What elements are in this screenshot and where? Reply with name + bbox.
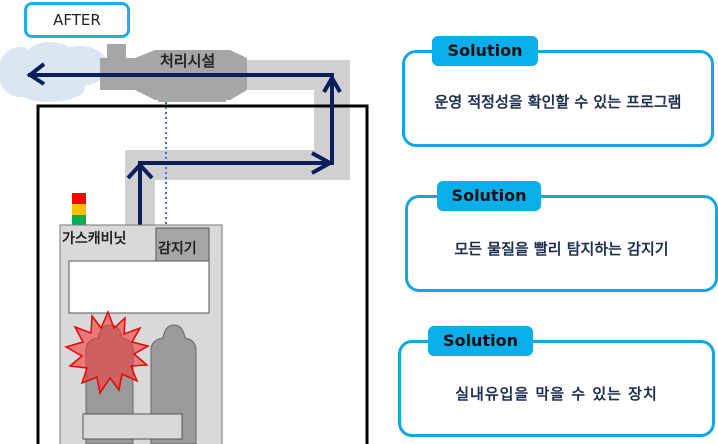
leak-burst-icon	[64, 310, 150, 395]
cabinet-label: 가스캐비닛	[62, 231, 127, 247]
solution-text: 모든 물질을 빨리 탐지하는 감지기	[454, 240, 669, 258]
solution-tag: Solution	[432, 36, 538, 66]
solution-card-1: 운영 적정성을 확인할 수 있는 프로그램	[402, 50, 714, 147]
solution-card-2: 모든 물질을 빨리 탐지하는 감지기	[405, 195, 718, 292]
cloud	[0, 42, 108, 102]
cylinder-base	[82, 413, 183, 440]
exhaust-diagram	[0, 42, 369, 444]
cabinet-window	[68, 260, 210, 314]
facility-label: 처리시설	[160, 52, 216, 70]
status-light	[72, 193, 86, 226]
solution-tag: Solution	[437, 181, 541, 211]
flow-arrow	[26, 62, 342, 226]
solution-tag: Solution	[428, 326, 533, 356]
sensor-label: 감지기	[158, 241, 197, 257]
solution-text: 운영 적정성을 확인할 수 있는 프로그램	[434, 93, 682, 111]
solution-text: 실내유입을 막을 수 있는 장치	[455, 385, 658, 403]
solution-card-3: 실내유입을 막을 수 있는 장치	[398, 340, 715, 437]
room	[36, 104, 369, 444]
after-label: AFTER	[24, 2, 130, 38]
